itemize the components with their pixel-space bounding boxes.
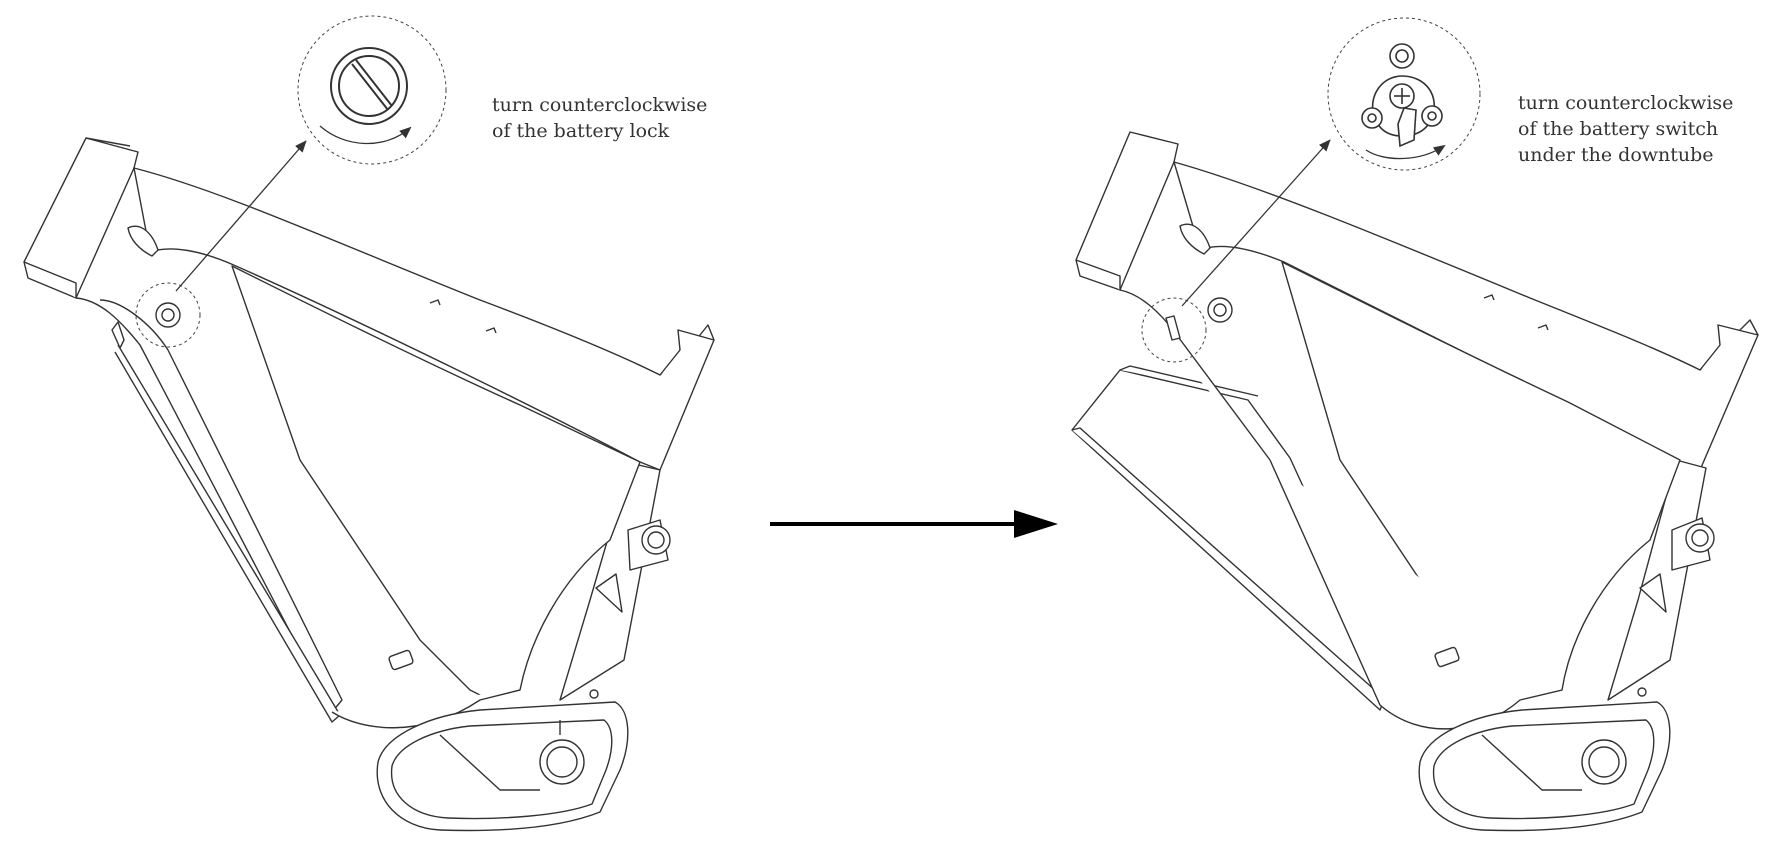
step2-instruction-line: of the battery switch xyxy=(1518,118,1719,140)
step1-instruction-line: of the battery lock xyxy=(492,120,670,142)
battery-lock-icon xyxy=(330,47,408,125)
step2-instruction: turn counterclockwise of the battery swi… xyxy=(1518,90,1733,168)
step2-instruction-line: turn counterclockwise xyxy=(1518,92,1734,114)
step1-instruction: turn counterclockwise of the battery loc… xyxy=(492,92,707,144)
step1-frame xyxy=(23,137,715,832)
counterclockwise-arrow-icon xyxy=(1365,144,1446,160)
counterclockwise-arrow-icon xyxy=(319,125,412,145)
next-step-arrow xyxy=(770,510,1058,538)
step2-callout xyxy=(1141,17,1481,363)
step1-callout xyxy=(135,15,447,348)
step1-instruction-line: turn counterclockwise xyxy=(492,94,708,116)
battery-switch-icon xyxy=(1361,43,1443,148)
step2-frame xyxy=(1071,131,1759,832)
step2-instruction-line: under the downtube xyxy=(1518,144,1714,166)
